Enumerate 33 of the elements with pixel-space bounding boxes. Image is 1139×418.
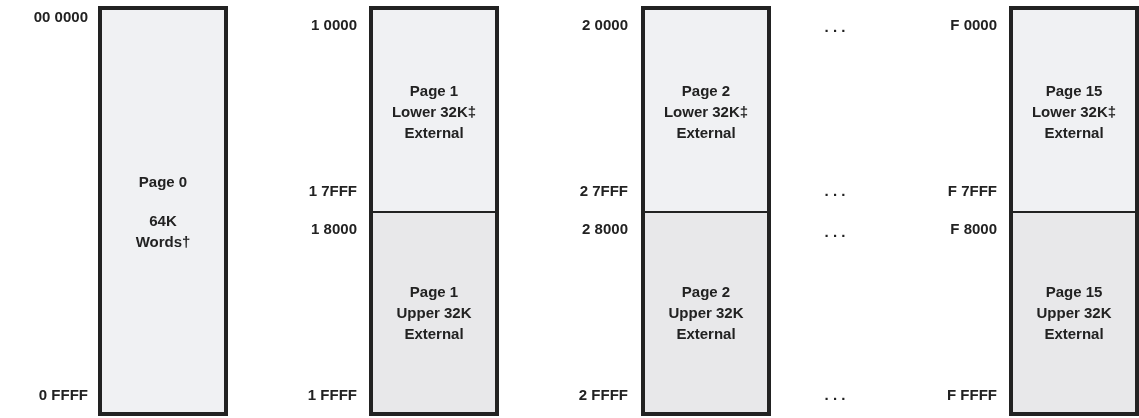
memory-block xyxy=(641,211,771,416)
block-label: Page 0 xyxy=(138,171,188,192)
address-label: F 7FFF xyxy=(947,182,997,200)
address-label: 2 0000 xyxy=(582,16,628,34)
address-label: 1 8000 xyxy=(311,220,357,238)
address-label: 0 FFFF xyxy=(38,386,88,404)
address-label: F FFFF xyxy=(947,386,997,404)
memory-block xyxy=(369,6,499,213)
block-label: Page 15 Lower 32K‡ External xyxy=(1031,81,1117,143)
address-label: 2 7FFF xyxy=(579,182,628,200)
address-label: 2 8000 xyxy=(582,220,628,238)
block-label: Page 2 Lower 32K‡ External xyxy=(663,81,749,143)
address-label: 1 0000 xyxy=(311,16,357,34)
memory-block xyxy=(1009,211,1139,416)
address-label: 2 FFFF xyxy=(578,386,628,404)
memory-block xyxy=(1009,6,1139,213)
ellipsis: . . . xyxy=(823,386,847,404)
ellipsis: . . . xyxy=(823,223,847,241)
memory-block xyxy=(641,6,771,213)
ellipsis: . . . xyxy=(823,18,847,36)
block-label: Page 1 Lower 32K‡ External xyxy=(391,81,477,143)
address-label: 1 FFFF xyxy=(307,386,357,404)
address-label: F 0000 xyxy=(950,16,997,34)
address-label: 1 7FFF xyxy=(308,182,357,200)
memory-block xyxy=(369,211,499,416)
memory-block xyxy=(98,6,228,416)
block-label: Page 15 Upper 32K External xyxy=(1035,282,1113,344)
ellipsis: . . . xyxy=(823,182,847,200)
block-label: Page 1 Upper 32K External xyxy=(395,282,473,344)
block-label: Page 2 Upper 32K External xyxy=(667,282,745,344)
block-label: 64K Words† xyxy=(134,210,192,252)
address-label: 00 0000 xyxy=(33,8,88,26)
address-label: F 8000 xyxy=(950,220,997,238)
